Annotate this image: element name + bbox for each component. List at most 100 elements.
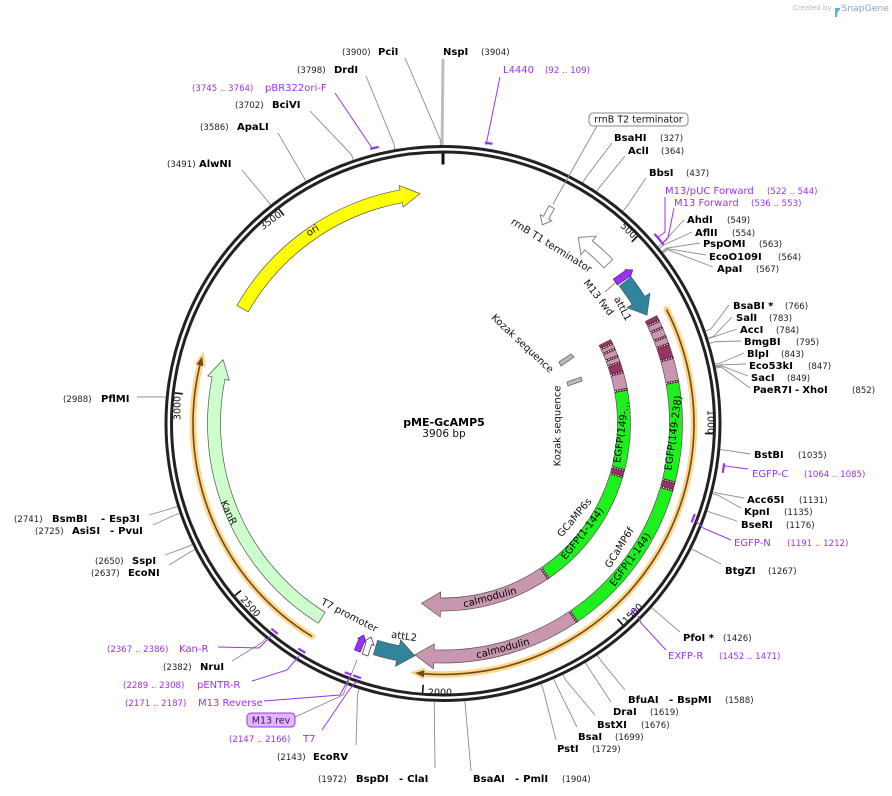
enzyme-name-isoschizomer[interactable]: PvuI [118,526,143,537]
enzyme-label[interactable]: BstXI(1676) [597,720,670,731]
enzyme-name[interactable]: ApaLI [237,122,269,133]
enzyme-label[interactable]: DraI(1619) [613,707,679,718]
enzyme-site-asisi-pvui[interactable]: AsiSI-PvuI(2725) [35,513,180,537]
enzyme-name[interactable]: Acc65I [747,495,784,506]
primer-l4440[interactable]: L4440(92 .. 109) [484,65,590,146]
primer-name[interactable]: M13 Forward [674,198,739,209]
enzyme-label[interactable]: BciVI(3702) [235,100,300,111]
primer-egfp-n[interactable]: EGFP-N(1191 .. 1212) [690,513,849,549]
enzyme-name[interactable]: BciVI [272,100,300,111]
enzyme-name[interactable]: EcoO109I [709,252,762,263]
enzyme-label[interactable]: SacI(849) [751,373,810,384]
enzyme-name[interactable]: BmgBI [744,337,781,348]
enzyme-label[interactable]: AccI(784) [740,325,799,336]
enzyme-name[interactable]: DrdI [334,65,358,76]
primer-pentr-r[interactable]: pENTR-R(2289 .. 2308) [123,647,306,691]
enzyme-site-drai[interactable]: DraI(1619) [585,662,679,718]
enzyme-label[interactable]: BsaI(1699) [578,732,644,743]
enzyme-site-bsaai-pmli[interactable]: BsaAI-PmlI(1904) [464,701,591,785]
enzyme-label[interactable]: AlwNI(3491) [167,159,232,170]
enzyme-name[interactable]: PaeR7I [753,385,792,396]
primer-binding-bar[interactable] [690,513,696,523]
enzyme-name[interactable]: AclI [628,146,649,157]
enzyme-label[interactable]: PaeR7I-XhoI(852) [753,385,875,396]
feature-marker-kozak-2[interactable] [566,376,583,387]
feature-segment-calmodulin[interactable] [420,567,549,618]
primer-name[interactable]: EXFP-R [668,651,703,662]
enzyme-label[interactable]: BseRI(1176) [741,520,815,531]
enzyme-name[interactable]: BlpI [747,349,769,360]
enzyme-site-bstxi[interactable]: BstXI(1676) [562,674,670,731]
primer-egfp-c[interactable]: EGFP-C(1064 .. 1085) [721,463,866,480]
enzyme-site-btgzi[interactable]: BtgZI(1267) [691,548,797,577]
enzyme-name[interactable]: EcoNI [128,568,160,579]
enzyme-site-apali[interactable]: ApaLI(3586) [200,122,307,182]
feature-arrow-rrnb-t2[interactable] [537,204,558,228]
enzyme-site-sspi[interactable]: SspI(2650) [95,544,193,567]
enzyme-name[interactable]: AccI [740,325,763,336]
enzyme-site-psti[interactable]: PstI(1729) [540,683,621,755]
primer-name[interactable]: Kan-R [179,644,208,655]
enzyme-name[interactable]: ApaI [717,264,742,275]
feature-label-kozak-1[interactable]: Kozak sequence [489,312,556,375]
enzyme-site-kpni[interactable]: KpnI(1135) [712,493,813,518]
enzyme-label[interactable]: BsaHI(327) [614,133,683,144]
primer-name[interactable]: M13/pUC Forward [665,186,754,197]
feature-arrow-m13-fwd[interactable] [612,266,635,286]
enzyme-site-bfuai-bspmi[interactable]: BfuAI-BspMI(1588) [596,655,754,706]
enzyme-label[interactable]: NspI(3904) [443,47,510,58]
feature-ori[interactable]: ori [236,184,421,313]
enzyme-label[interactable]: AclI(364) [628,146,684,157]
feature-label-m13-fwd[interactable]: M13 fwd [581,278,616,318]
enzyme-site-bsabi[interactable]: BsaBI *(766) [705,301,808,332]
enzyme-name[interactable]: BseRI [741,520,773,531]
enzyme-site-nrui[interactable]: NruI(2382) [163,637,267,673]
enzyme-label[interactable]: EcoNI(2637) [91,568,160,579]
enzyme-site-blpi[interactable]: BlpI(843) [715,349,804,365]
enzyme-name[interactable]: SspI [132,556,156,567]
enzyme-label[interactable]: NruI(2382) [163,662,224,673]
primer-name[interactable]: EGFP-C [752,469,788,480]
enzyme-label[interactable]: PciI(3900) [342,47,398,58]
enzyme-label[interactable]: BsaBI *(766) [733,301,808,312]
enzyme-label[interactable]: EcoO109I(564) [709,252,801,263]
orf-arc[interactable] [409,306,698,680]
enzyme-name[interactable]: BsmBI [52,514,87,525]
enzyme-name[interactable]: PflMI [101,394,129,405]
primer-binding-bar[interactable] [369,145,379,151]
feature-arrow-t7-promoter[interactable] [360,635,376,657]
primer-binding-bar[interactable] [629,607,637,616]
enzyme-name[interactable]: BspDI [356,774,389,785]
enzyme-label[interactable]: ApaI(567) [717,264,779,275]
enzyme-label[interactable]: PfoI *(1426) [683,633,752,644]
enzyme-name-isoschizomer[interactable]: XhoI [802,385,827,396]
enzyme-site-bsmbi-esp3i[interactable]: BsmBI-Esp3I(2741) [14,506,178,525]
enzyme-site-econi[interactable]: EcoNI(2637) [91,549,195,579]
feature-arrow-rrnb-t1[interactable] [577,235,614,269]
enzyme-name-isoschizomer[interactable]: Esp3I [109,514,140,525]
primer-binding-bar[interactable] [270,627,279,635]
primer-name[interactable]: M13 Reverse [198,698,263,709]
enzyme-label[interactable]: BbsI(437) [649,168,709,179]
enzyme-label[interactable]: BlpI(843) [747,349,804,360]
enzyme-label[interactable]: BtgZI(1267) [725,566,797,577]
enzyme-site-bsahi[interactable]: BsaHI(327) [582,133,683,183]
enzyme-label[interactable]: KpnI(1135) [744,507,813,518]
feature-m13-rev[interactable]: M13 rev [246,634,367,728]
enzyme-label[interactable]: Eco53kI(847) [749,361,831,372]
enzyme-site-bbsi[interactable]: BbsI(437) [622,168,709,212]
feature-arrow-attl1[interactable] [618,276,651,316]
enzyme-name[interactable]: BstBI [754,450,784,461]
primer-binding-bar[interactable] [721,463,726,474]
enzyme-name[interactable]: PciI [378,47,398,58]
enzyme-name[interactable]: PstI [557,744,579,755]
enzyme-name-isoschizomer[interactable]: BspMI [677,695,711,706]
feature-arrow-attl2[interactable] [372,639,416,668]
enzyme-site-ecorv[interactable]: EcoRV(2143) [277,688,360,763]
enzyme-name[interactable]: AhdI [687,215,713,226]
enzyme-label[interactable]: PflMI(2988) [63,394,129,405]
enzyme-name[interactable]: BfuAI [628,695,659,706]
feature-label-t7-promoter[interactable]: T7 promoter [318,597,380,636]
feature-label-box[interactable] [246,712,296,728]
